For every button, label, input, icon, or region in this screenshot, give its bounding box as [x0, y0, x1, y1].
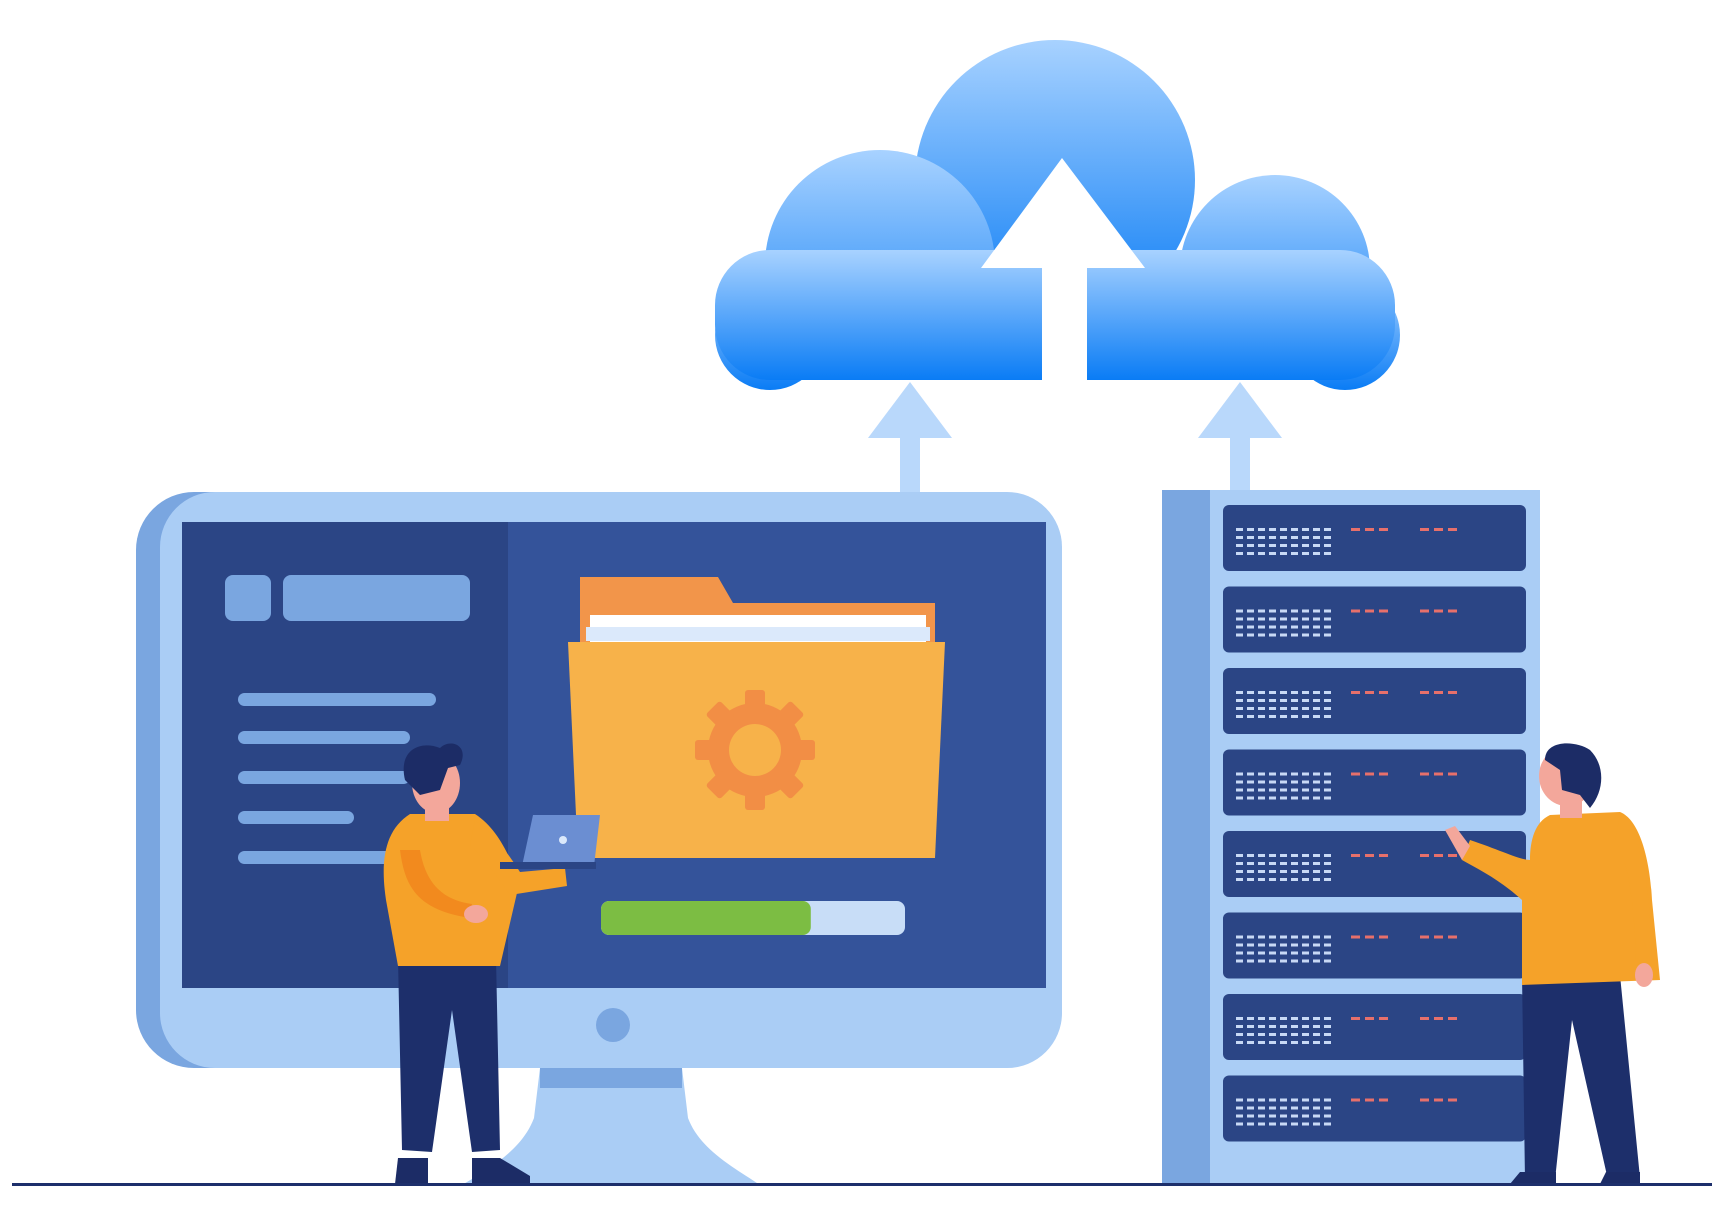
status-led — [1448, 854, 1457, 857]
server-rack-icon — [1162, 490, 1540, 1184]
status-led — [1379, 935, 1388, 939]
person-at-server — [1445, 743, 1660, 1184]
laptop-icon — [500, 815, 600, 869]
server-unit — [1223, 668, 1526, 734]
status-led — [1379, 691, 1388, 694]
sidebar-line-1 — [238, 693, 436, 706]
monitor-power-button — [596, 1008, 630, 1042]
person2-neck — [1560, 798, 1582, 818]
cloud-arrow-up — [981, 158, 1145, 382]
status-led — [1351, 1017, 1360, 1020]
status-led — [1434, 772, 1443, 776]
status-led — [1365, 528, 1374, 531]
rack-units — [1223, 505, 1526, 1142]
server-unit — [1223, 831, 1526, 897]
status-led — [1365, 935, 1374, 939]
status-led — [1365, 691, 1374, 694]
monitor — [136, 492, 1062, 1185]
status-led — [1448, 1098, 1457, 1102]
person1-hair — [403, 743, 463, 795]
status-led — [1351, 935, 1360, 939]
rack-side — [1162, 490, 1210, 1184]
person2-pants — [1522, 975, 1640, 1180]
status-led — [1434, 609, 1443, 613]
upload-arrow-right — [1198, 382, 1282, 496]
status-led — [1379, 854, 1388, 857]
sidebar-line-5 — [238, 851, 400, 864]
status-led — [1448, 1017, 1457, 1020]
server-unit — [1223, 994, 1526, 1060]
status-led — [1448, 772, 1457, 776]
status-led — [1420, 609, 1429, 613]
sidebar-line-4 — [238, 811, 354, 824]
person-with-laptop — [383, 743, 600, 1184]
status-led — [1365, 1098, 1374, 1102]
status-led — [1351, 528, 1360, 531]
person1-arm — [470, 820, 567, 895]
status-led — [1434, 1017, 1443, 1020]
status-led — [1365, 609, 1374, 613]
person1-shoe-left — [395, 1158, 428, 1184]
status-led — [1448, 935, 1457, 939]
status-led — [1351, 1098, 1360, 1102]
sidebar-avatar-placeholder — [225, 575, 271, 621]
status-led — [1448, 609, 1457, 613]
gear-icon — [695, 690, 815, 810]
status-led — [1448, 528, 1457, 531]
server-unit — [1223, 1075, 1526, 1142]
person2-shirt — [1462, 812, 1660, 985]
status-led — [1351, 609, 1360, 613]
status-led — [1420, 935, 1429, 939]
status-led — [1434, 935, 1443, 939]
status-led — [1434, 528, 1443, 531]
status-led — [1351, 854, 1360, 857]
sidebar-line-2 — [238, 731, 410, 744]
cloud-upload-icon — [715, 40, 1400, 390]
ground-line — [12, 1183, 1712, 1186]
folder-icon — [568, 577, 945, 858]
monitor-stand — [462, 1068, 760, 1185]
person1-shoe-right — [472, 1158, 530, 1184]
status-led — [1365, 854, 1374, 857]
status-led — [1420, 691, 1429, 694]
person1-forearm — [400, 850, 472, 918]
server-unit — [1223, 505, 1526, 571]
progress-fill — [601, 901, 811, 935]
status-led — [1379, 528, 1388, 531]
status-led — [1365, 772, 1374, 776]
person1-pants — [398, 958, 500, 1152]
sidebar-line-3 — [238, 771, 410, 784]
person2-hand-pointing — [1445, 826, 1470, 860]
status-led — [1379, 772, 1388, 776]
status-led — [1351, 772, 1360, 776]
person2-arm-right — [1615, 815, 1652, 960]
person2-hand-right — [1635, 963, 1653, 987]
status-led — [1420, 854, 1429, 857]
status-led — [1379, 609, 1388, 613]
server-unit — [1223, 586, 1526, 653]
status-led — [1420, 772, 1429, 776]
status-led — [1420, 528, 1429, 531]
status-led — [1434, 691, 1443, 694]
sidebar-title-placeholder — [283, 575, 470, 621]
status-led — [1379, 1098, 1388, 1102]
status-led — [1420, 1098, 1429, 1102]
status-led — [1365, 1017, 1374, 1020]
person1-hand — [464, 905, 488, 923]
person2-shoe-left — [1510, 1172, 1556, 1184]
person2-shoe-right — [1600, 1172, 1640, 1184]
status-led — [1351, 691, 1360, 694]
server-unit — [1223, 749, 1526, 816]
status-led — [1448, 691, 1457, 694]
status-led — [1434, 854, 1443, 857]
person2-hair — [1545, 743, 1602, 808]
server-unit — [1223, 912, 1526, 979]
status-led — [1434, 1098, 1443, 1102]
status-led — [1420, 1017, 1429, 1020]
upload-arrow-left — [868, 382, 952, 496]
status-led — [1379, 1017, 1388, 1020]
upload-progress-bar — [601, 901, 905, 935]
